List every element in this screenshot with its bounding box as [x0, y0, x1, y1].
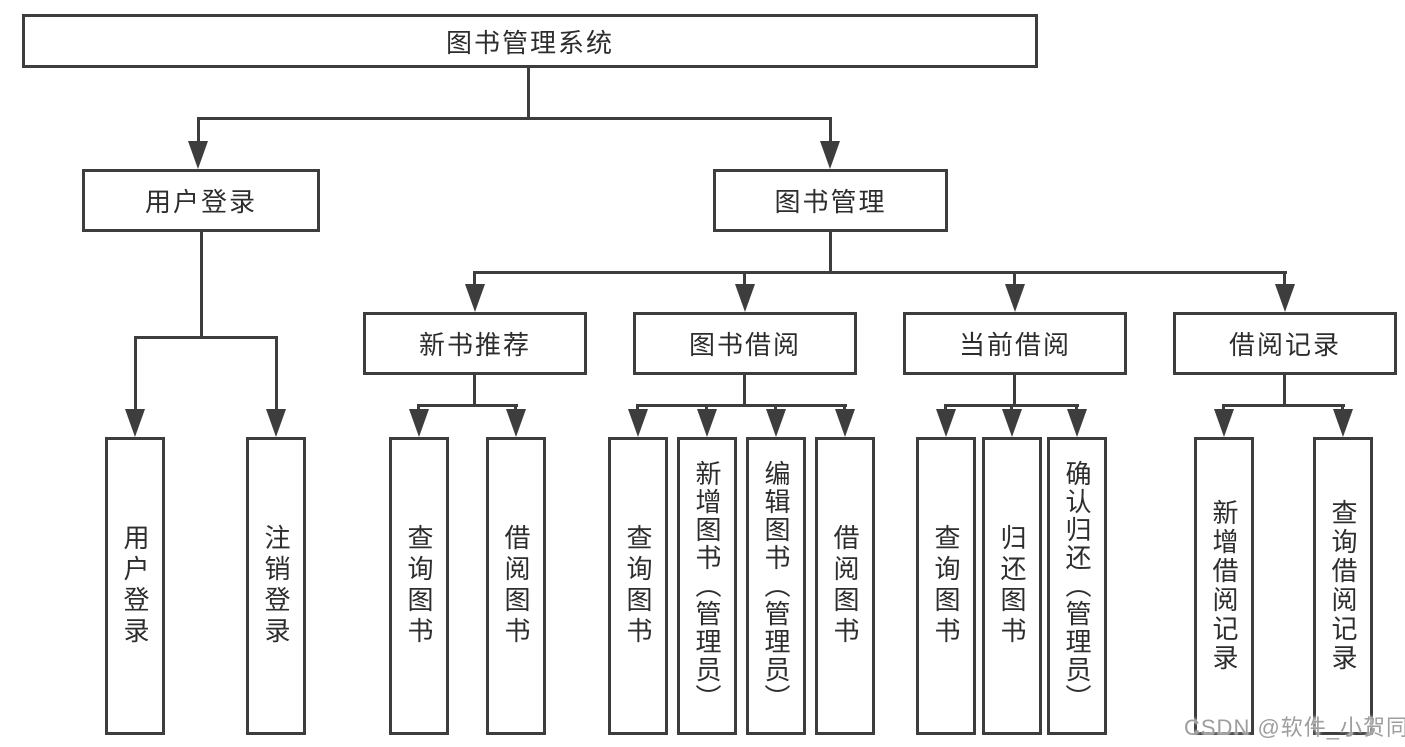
connector-user-login-stub: [200, 232, 203, 337]
connector-to-leaf-query-books-3: [944, 404, 947, 413]
connector-new-book-rail: [417, 404, 518, 407]
connector-to-leaf-add-book: [705, 404, 708, 413]
leaf-query-books-2: 查询图书: [608, 437, 668, 735]
connector-borrow-records-stub: [1283, 375, 1286, 406]
connector-level2-rail: [197, 117, 832, 120]
arrowhead-to-user-login: [188, 141, 208, 169]
arrowhead-to-current-borrow: [1005, 284, 1025, 312]
connector-user-login-rail: [134, 336, 277, 339]
leaf-return-books: 归还图书: [982, 437, 1042, 735]
watermark: CSDN @软件_小贺同学: [1184, 715, 1405, 740]
node-label: 用户登录: [144, 187, 257, 217]
arrowhead-to-leaf-query-books-3: [936, 409, 956, 437]
connector-to-current-borrow: [1013, 271, 1016, 287]
node-label: 借阅记录: [1228, 330, 1341, 360]
leaf-add-borrow-record: 新增借阅记录: [1194, 437, 1254, 735]
node-current-borrow: 当前借阅: [903, 312, 1127, 375]
node-label: 编辑图书（管理员）: [761, 460, 791, 712]
leaf-confirm-return-admin: 确认归还（管理员）: [1047, 437, 1107, 735]
leaf-query-borrow-record: 查询借阅记录: [1313, 437, 1373, 735]
leaf-logout: 注销登录: [246, 437, 306, 735]
connector-new-book-stub: [473, 375, 476, 406]
arrowhead-to-leaf-borrow-books-2: [835, 409, 855, 437]
node-book-borrow: 图书借阅: [633, 312, 857, 375]
connector-to-leaf-user-login: [134, 336, 137, 412]
connector-to-user-login: [197, 117, 200, 144]
connector-to-leaf-query-record: [1341, 404, 1344, 413]
arrowhead-to-leaf-return-books: [1002, 409, 1022, 437]
arrowhead-to-leaf-query-record: [1333, 409, 1353, 437]
leaf-edit-book-admin: 编辑图书（管理员）: [746, 437, 806, 735]
node-label: 图书管理系统: [445, 27, 614, 58]
leaf-user-login: 用户登录: [105, 437, 165, 735]
node-label: 借阅图书: [830, 524, 860, 648]
node-label: 当前借阅: [958, 330, 1071, 360]
connector-to-leaf-query-books-2: [636, 404, 639, 413]
node-label: 图书借阅: [688, 330, 801, 360]
node-label: 新增借阅记录: [1209, 499, 1239, 673]
connector-to-book-management: [829, 117, 832, 144]
node-label: 查询图书: [623, 524, 653, 648]
node-new-book-recommend: 新书推荐: [363, 312, 587, 375]
connector-book-borrow-stub: [743, 375, 746, 406]
leaf-query-books-1: 查询图书: [389, 437, 449, 735]
node-label: 查询图书: [931, 524, 961, 648]
node-label: 借阅图书: [501, 524, 531, 648]
node-label: 查询借阅记录: [1328, 499, 1358, 673]
node-label: 用户登录: [120, 524, 150, 648]
arrowhead-to-leaf-query-books-2: [628, 409, 648, 437]
arrowhead-to-leaf-user-login: [125, 409, 145, 437]
leaf-borrow-books-1: 借阅图书: [486, 437, 546, 735]
connector-to-leaf-confirm-return: [1075, 404, 1078, 413]
node-user-login: 用户登录: [82, 169, 320, 232]
arrowhead-to-leaf-add-book: [697, 409, 717, 437]
node-label: 确认归还（管理员）: [1062, 460, 1092, 712]
connector-current-borrow-stub: [1013, 375, 1016, 406]
node-label: 新书推荐: [418, 330, 531, 360]
node-book-management: 图书管理: [713, 169, 948, 232]
connector-to-leaf-return-books: [1010, 404, 1013, 413]
node-borrow-records: 借阅记录: [1173, 312, 1397, 375]
connector-to-leaf-add-record: [1222, 404, 1225, 413]
arrowhead-to-book-borrow: [735, 284, 755, 312]
node-label: 图书管理: [774, 187, 887, 217]
connector-root-stub: [527, 68, 530, 120]
arrowhead-to-leaf-query-books-1: [409, 409, 429, 437]
node-label: 归还图书: [997, 524, 1027, 648]
connector-to-leaf-borrow-books-1: [514, 404, 517, 413]
arrowhead-to-book-management: [820, 141, 840, 169]
leaf-query-books-3: 查询图书: [916, 437, 976, 735]
connector-to-leaf-logout: [275, 336, 278, 412]
leaf-add-book-admin: 新增图书（管理员）: [677, 437, 737, 735]
node-label: 新增图书（管理员）: [692, 460, 722, 712]
connector-to-leaf-query-books-1: [417, 404, 420, 413]
connector-borrow-records-rail: [1222, 404, 1345, 407]
connector-to-borrow-records: [1283, 271, 1286, 287]
connector-to-leaf-edit-book: [774, 404, 777, 413]
connector-book-management-stub: [829, 232, 832, 274]
connector-to-leaf-borrow-books-2: [843, 404, 846, 413]
arrowhead-to-leaf-borrow-books-1: [506, 409, 526, 437]
connector-book-borrow-rail: [636, 404, 847, 407]
leaf-borrow-books-2: 借阅图书: [815, 437, 875, 735]
arrowhead-to-leaf-add-record: [1214, 409, 1234, 437]
node-label: 查询图书: [404, 524, 434, 648]
node-label: 注销登录: [261, 524, 291, 648]
connector-to-new-book-recommend: [473, 271, 476, 287]
arrowhead-to-leaf-confirm-return: [1067, 409, 1087, 437]
node-library-system: 图书管理系统: [22, 14, 1038, 68]
arrowhead-to-leaf-edit-book: [766, 409, 786, 437]
arrowhead-to-leaf-logout: [266, 409, 286, 437]
connector-to-book-borrow: [743, 271, 746, 287]
connector-level3-rail: [473, 271, 1287, 274]
arrowhead-to-borrow-records: [1275, 284, 1295, 312]
arrowhead-to-new-book-recommend: [465, 284, 485, 312]
